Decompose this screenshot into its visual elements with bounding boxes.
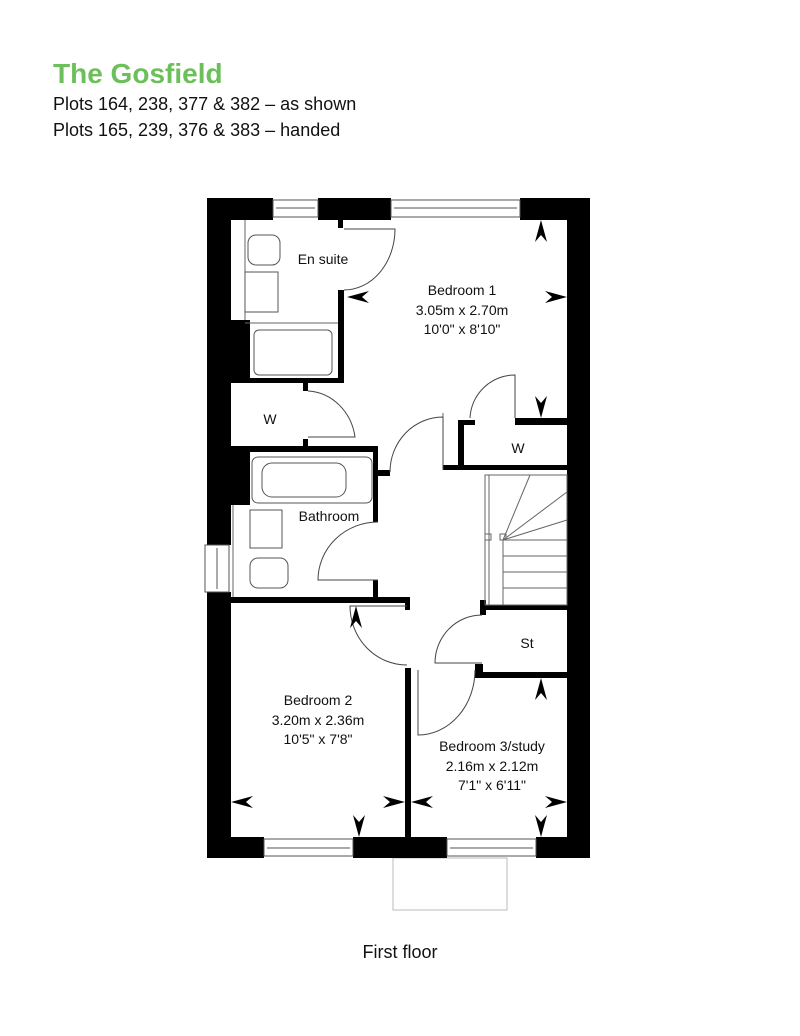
- dimension-arrows: [231, 220, 567, 837]
- porch-outline: [392, 857, 508, 911]
- store-label: St: [520, 635, 533, 651]
- stairs: [484, 474, 568, 606]
- floor-caption: First floor: [362, 942, 438, 962]
- wardrobe-right-label: W: [511, 440, 525, 456]
- bathroom-basin: [249, 509, 283, 549]
- sanitaryware: [244, 234, 373, 589]
- bedroom2-label: Bedroom 2: [284, 692, 353, 708]
- bedroom3-imperial: 7'1" x 6'11": [458, 777, 526, 793]
- bedroom3-metric: 2.16m x 2.12m: [446, 758, 539, 774]
- wardrobe-left-label: W: [263, 411, 277, 427]
- ensuite-toilet: [247, 234, 281, 266]
- bathroom-label: Bathroom: [299, 508, 360, 524]
- bedroom1-metric: 3.05m x 2.70m: [416, 302, 509, 318]
- bedroom2-imperial: 10'5" x 7'8": [284, 731, 353, 747]
- doors: [307, 228, 516, 736]
- bedroom1-imperial: 10'0" x 8'10": [424, 321, 501, 337]
- walls: [207, 198, 590, 858]
- ensuite-basin: [244, 271, 279, 313]
- en-suite-label: En suite: [298, 251, 349, 267]
- house-type-title: The Gosfield: [53, 58, 223, 89]
- ensuite-shower-tray: [253, 329, 333, 376]
- bedroom1-label: Bedroom 1: [428, 282, 497, 298]
- bedroom2-metric: 3.20m x 2.36m: [272, 712, 365, 728]
- bedroom3-label: Bedroom 3/study: [439, 738, 545, 754]
- windows: [204, 199, 537, 857]
- bathroom-toilet: [249, 557, 289, 589]
- plots-as-shown: Plots 164, 238, 377 & 382 – as shown: [53, 94, 357, 114]
- plots-handed: Plots 165, 239, 376 & 383 – handed: [53, 120, 341, 140]
